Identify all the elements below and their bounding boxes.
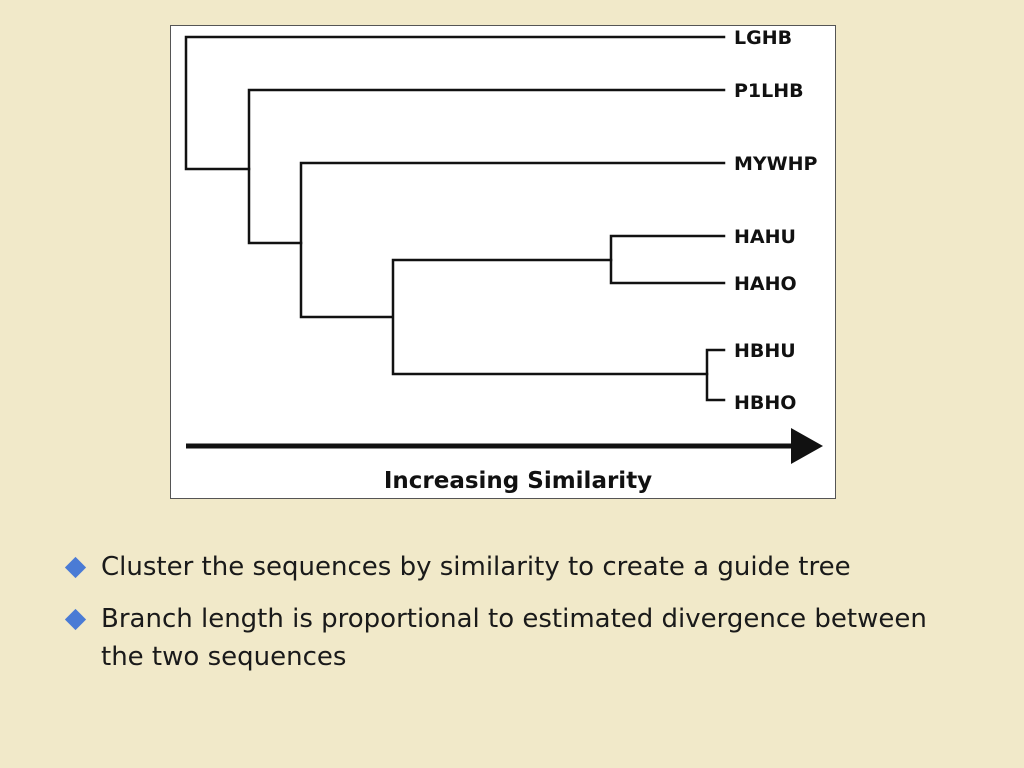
leaf-label-lghb: LGHB — [734, 27, 792, 49]
diamond-bullet-icon — [64, 556, 87, 579]
leaf-label-hahu: HAHU — [734, 226, 796, 248]
axis-label: Increasing Similarity — [384, 468, 652, 494]
bullet-list: Cluster the sequences by similarity to c… — [64, 548, 964, 690]
branch-mywhp — [299, 161, 726, 319]
bullet-item: Branch length is proportional to estimat… — [64, 600, 964, 676]
leaf-label-mywhp: MYWHP — [734, 153, 818, 175]
branch-hahu-haho — [609, 234, 726, 285]
branch-p1lhb — [247, 88, 726, 245]
branch-lghb — [184, 35, 726, 171]
diamond-bullet-icon — [64, 608, 87, 631]
tree-branches — [184, 35, 726, 402]
leaf-label-p1lhb: P1LHB — [734, 80, 804, 102]
arrow-right-icon — [186, 428, 823, 464]
branch-hbhu-hbho — [705, 348, 726, 402]
guide-tree-figure: LGHB P1LHB MYWHP HAHU HAHO HBHU HBHO Inc… — [170, 25, 836, 499]
bullet-item: Cluster the sequences by similarity to c… — [64, 548, 964, 586]
leaf-label-hbho: HBHO — [734, 392, 796, 414]
leaf-label-hbhu: HBHU — [734, 340, 796, 362]
branch-ha-clade — [391, 258, 709, 376]
bullet-text: Cluster the sequences by similarity to c… — [101, 552, 851, 582]
leaf-label-haho: HAHO — [734, 273, 797, 295]
guide-tree-diagram: LGHB P1LHB MYWHP HAHU HAHO HBHU HBHO Inc… — [184, 27, 823, 494]
bullet-text: Branch length is proportional to estimat… — [101, 604, 927, 672]
